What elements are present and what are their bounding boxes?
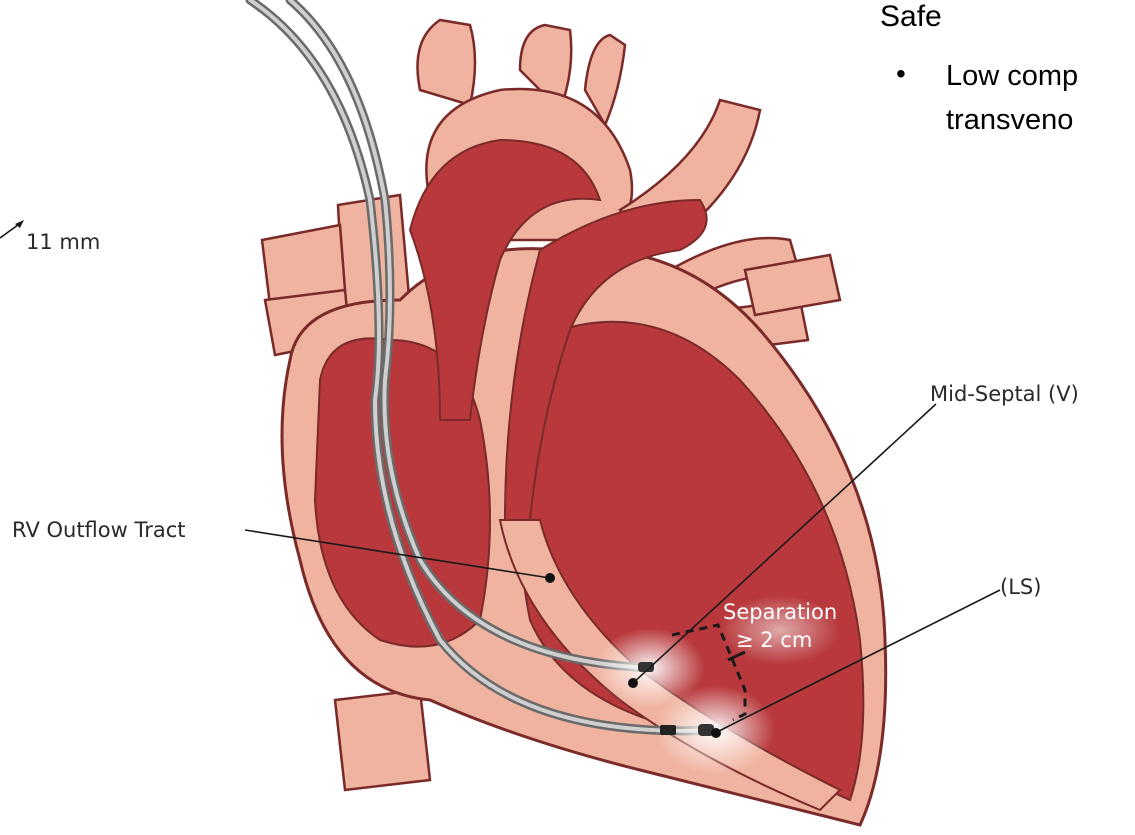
ls-electrode-ring (660, 725, 676, 735)
slide-heading: Safe (880, 0, 942, 34)
diameter-label: 11 mm (26, 230, 100, 254)
separation-label: Separation (723, 600, 837, 624)
ls-pointer-dot (711, 728, 721, 738)
bullet-text-line1: Low comp (946, 60, 1078, 93)
ls-label: (LS) (1000, 575, 1041, 599)
bullet-text-line2: transveno (946, 104, 1073, 137)
rvot-pointer-dot (545, 573, 555, 583)
bullet-marker: • (896, 58, 906, 90)
rv-outflow-tract-label: RV Outflow Tract (12, 518, 186, 542)
mid-septal-pointer-dot (628, 678, 638, 688)
mid-septal-label: Mid-Septal (V) (930, 382, 1079, 406)
separation-distance-label: ≥ 2 cm (736, 628, 812, 652)
